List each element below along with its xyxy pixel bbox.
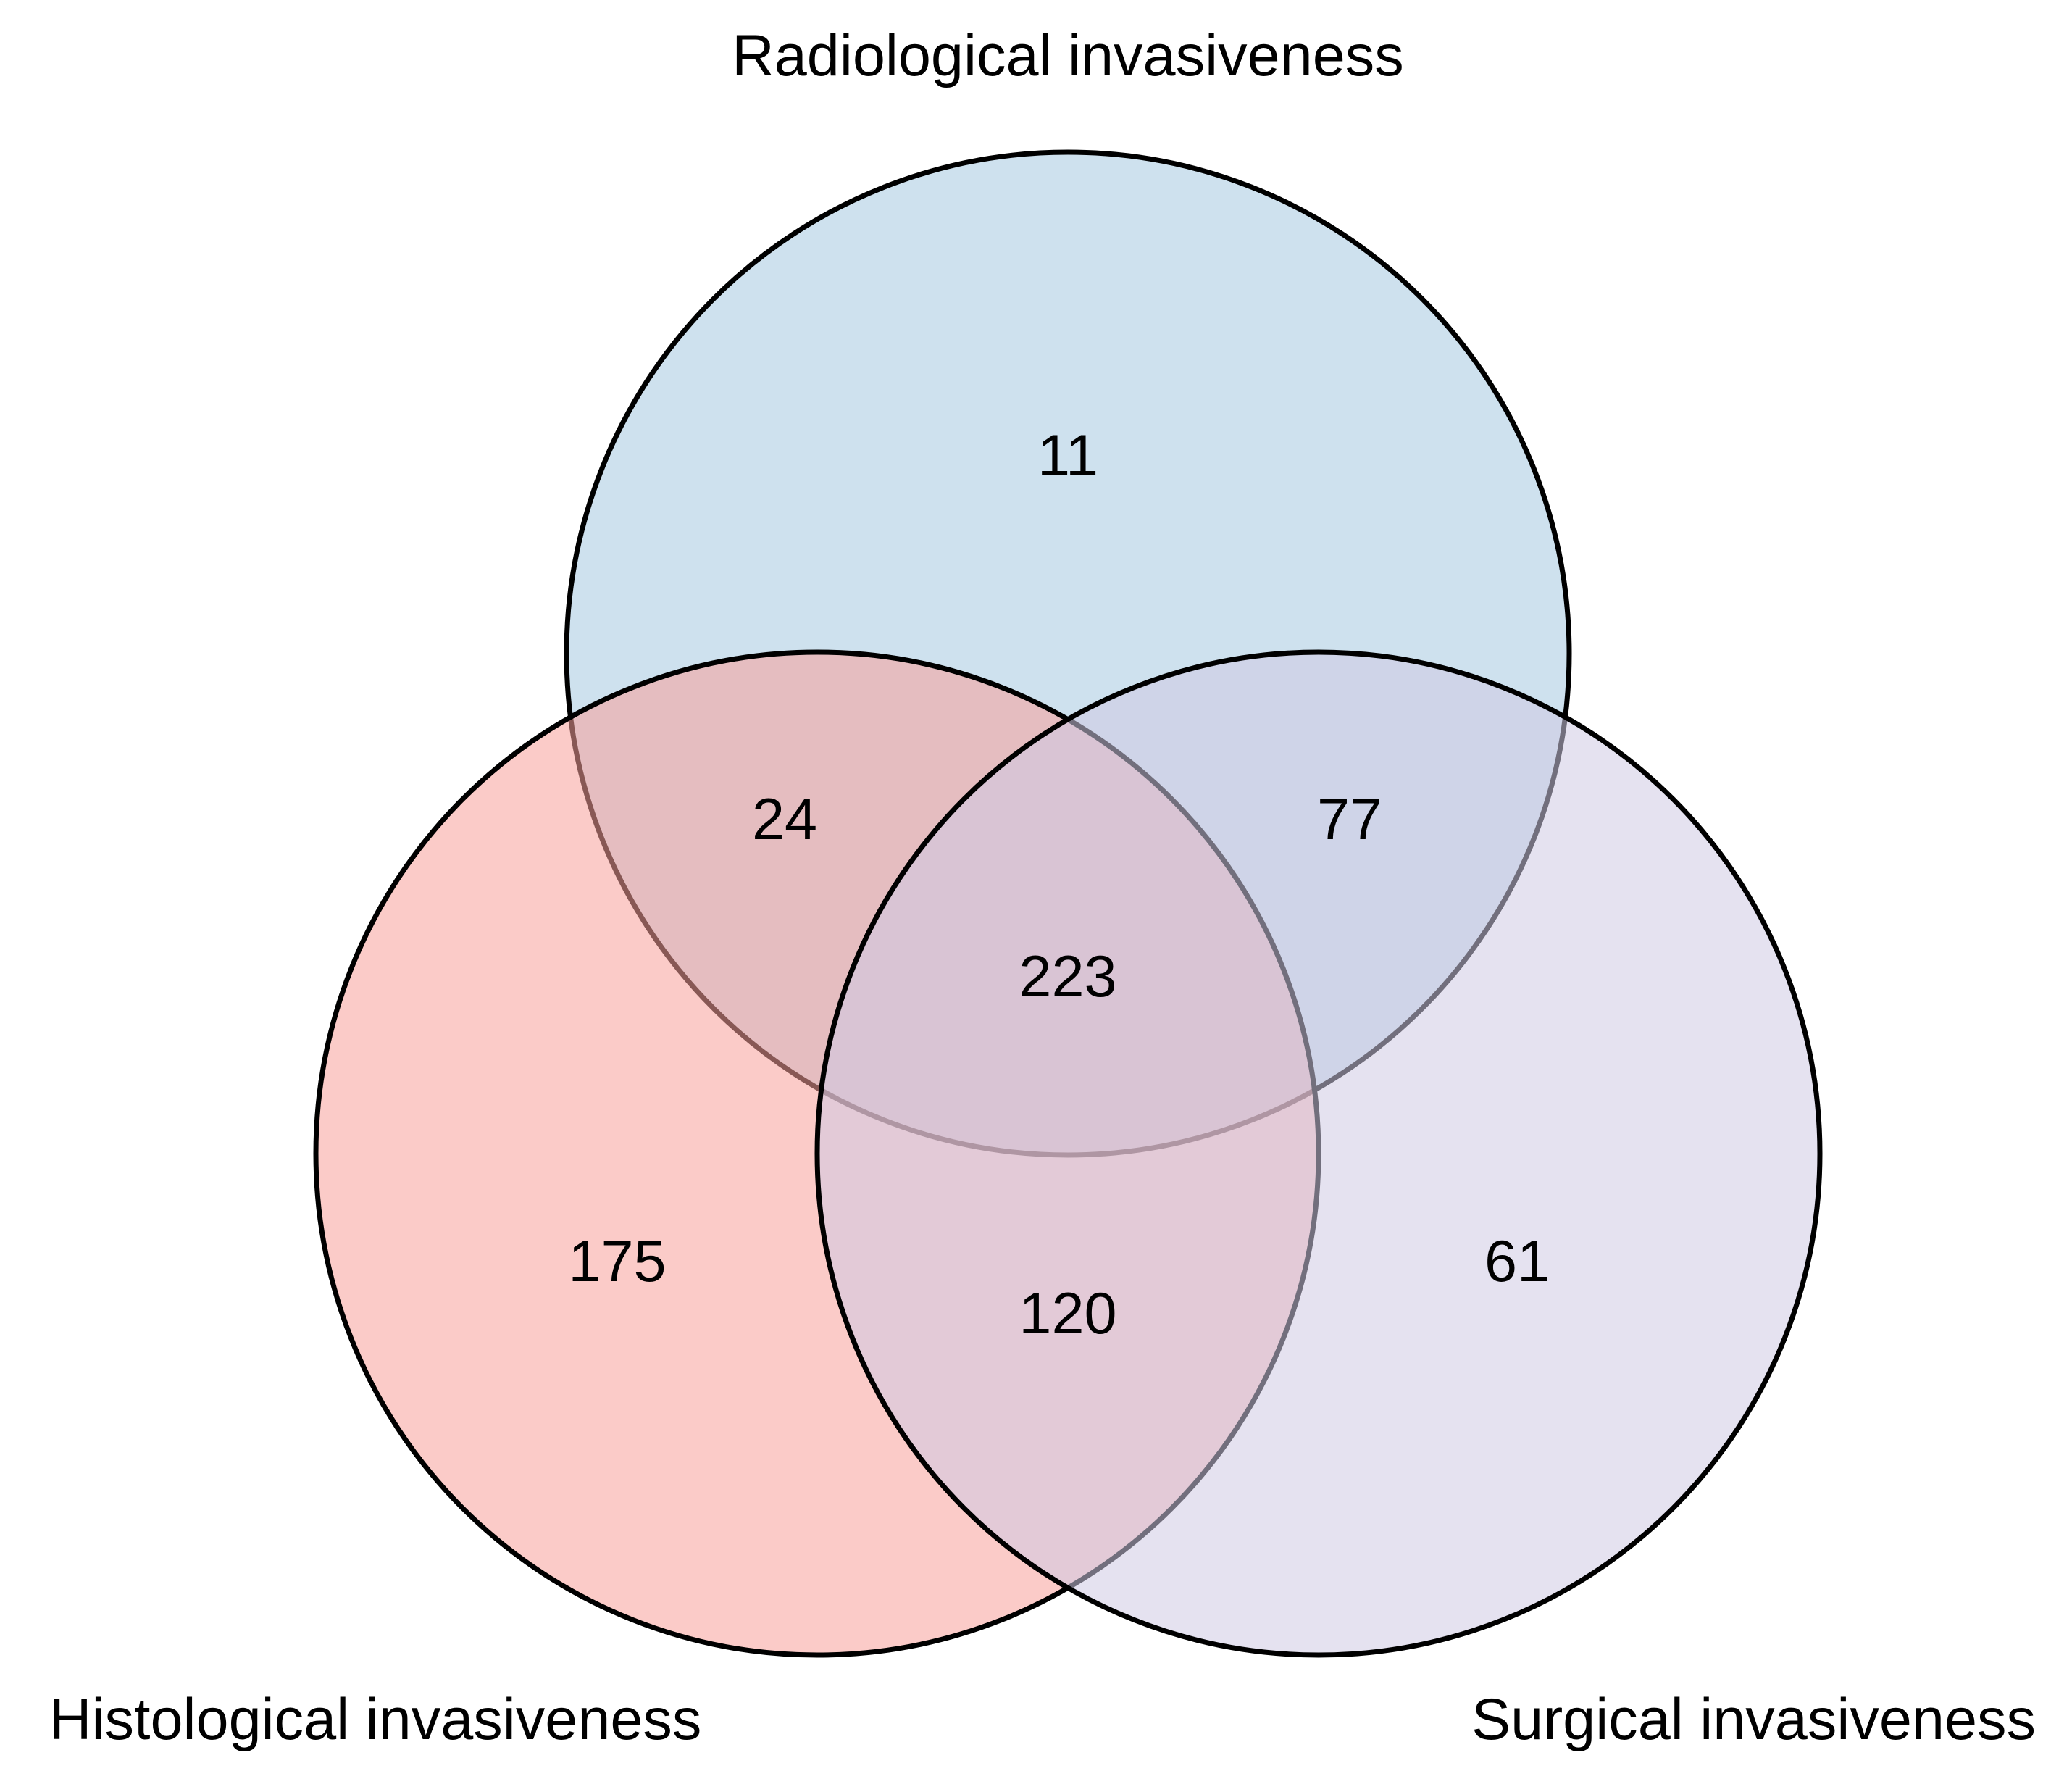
radiological-histological-count: 24: [752, 787, 817, 852]
surgical-circle: [814, 649, 1823, 1658]
all-three-count: 223: [1019, 944, 1116, 1009]
radiological-only-count: 11: [1037, 423, 1098, 488]
histological-only-count: 175: [568, 1229, 666, 1294]
radiological-label: Radiological invasiveness: [732, 23, 1404, 88]
histological-surgical-count: 120: [1019, 1281, 1116, 1346]
radiological-surgical-count: 77: [1317, 787, 1382, 852]
surgical-label: Surgical invasiveness: [1471, 1687, 2036, 1752]
histological-label: Histological invasiveness: [49, 1687, 701, 1752]
surgical-only-count: 61: [1484, 1229, 1550, 1294]
